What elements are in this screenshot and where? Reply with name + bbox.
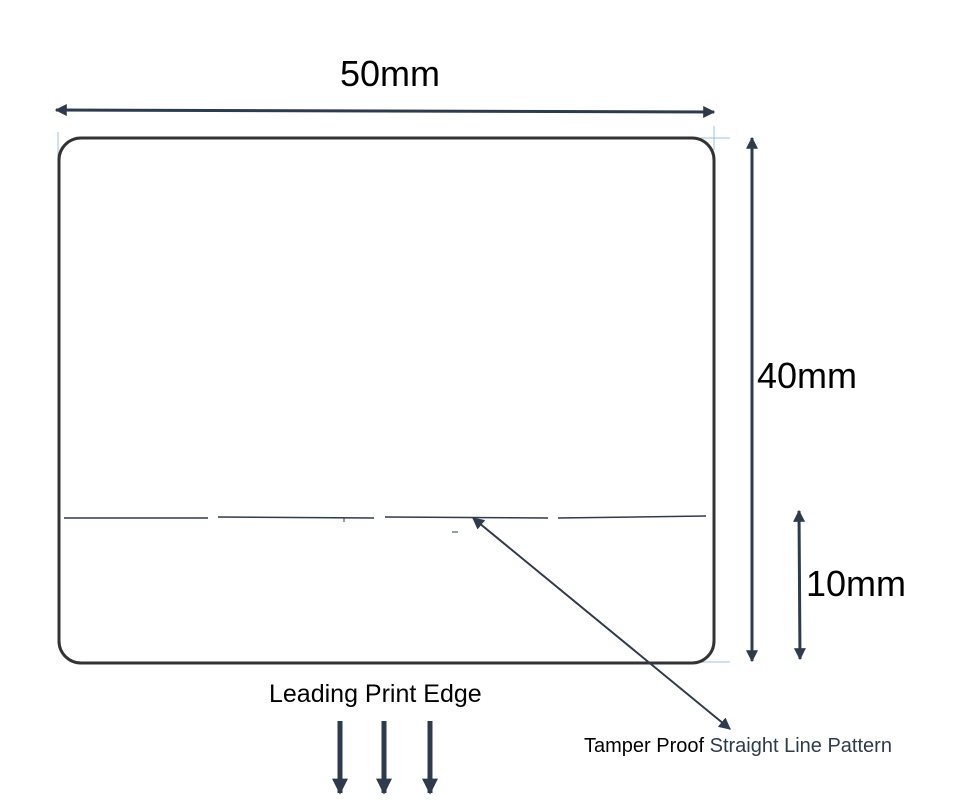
callout-leader-arrow <box>472 517 731 730</box>
perforation-segment <box>384 516 549 519</box>
print-direction-arrows <box>332 721 438 795</box>
callout-label-part-1: Tamper Proof <box>584 735 705 757</box>
height-dimension-label: 40mm <box>757 355 858 396</box>
tear-section-dimension-label: 10mm <box>806 563 907 604</box>
width-dimension-label: 50mm <box>340 53 441 94</box>
label-outline <box>57 136 716 665</box>
tamper-proof-callout-label: Tamper Proof Straight Line Pattern <box>584 736 892 756</box>
leading-print-edge-label: Leading Print Edge <box>269 680 482 708</box>
perforation-segment <box>217 516 375 519</box>
callout-label-part-2: Straight Line Pattern <box>704 735 892 757</box>
width-dimension-arrow <box>54 104 716 118</box>
tear-section-dimension-arrow <box>793 509 806 661</box>
